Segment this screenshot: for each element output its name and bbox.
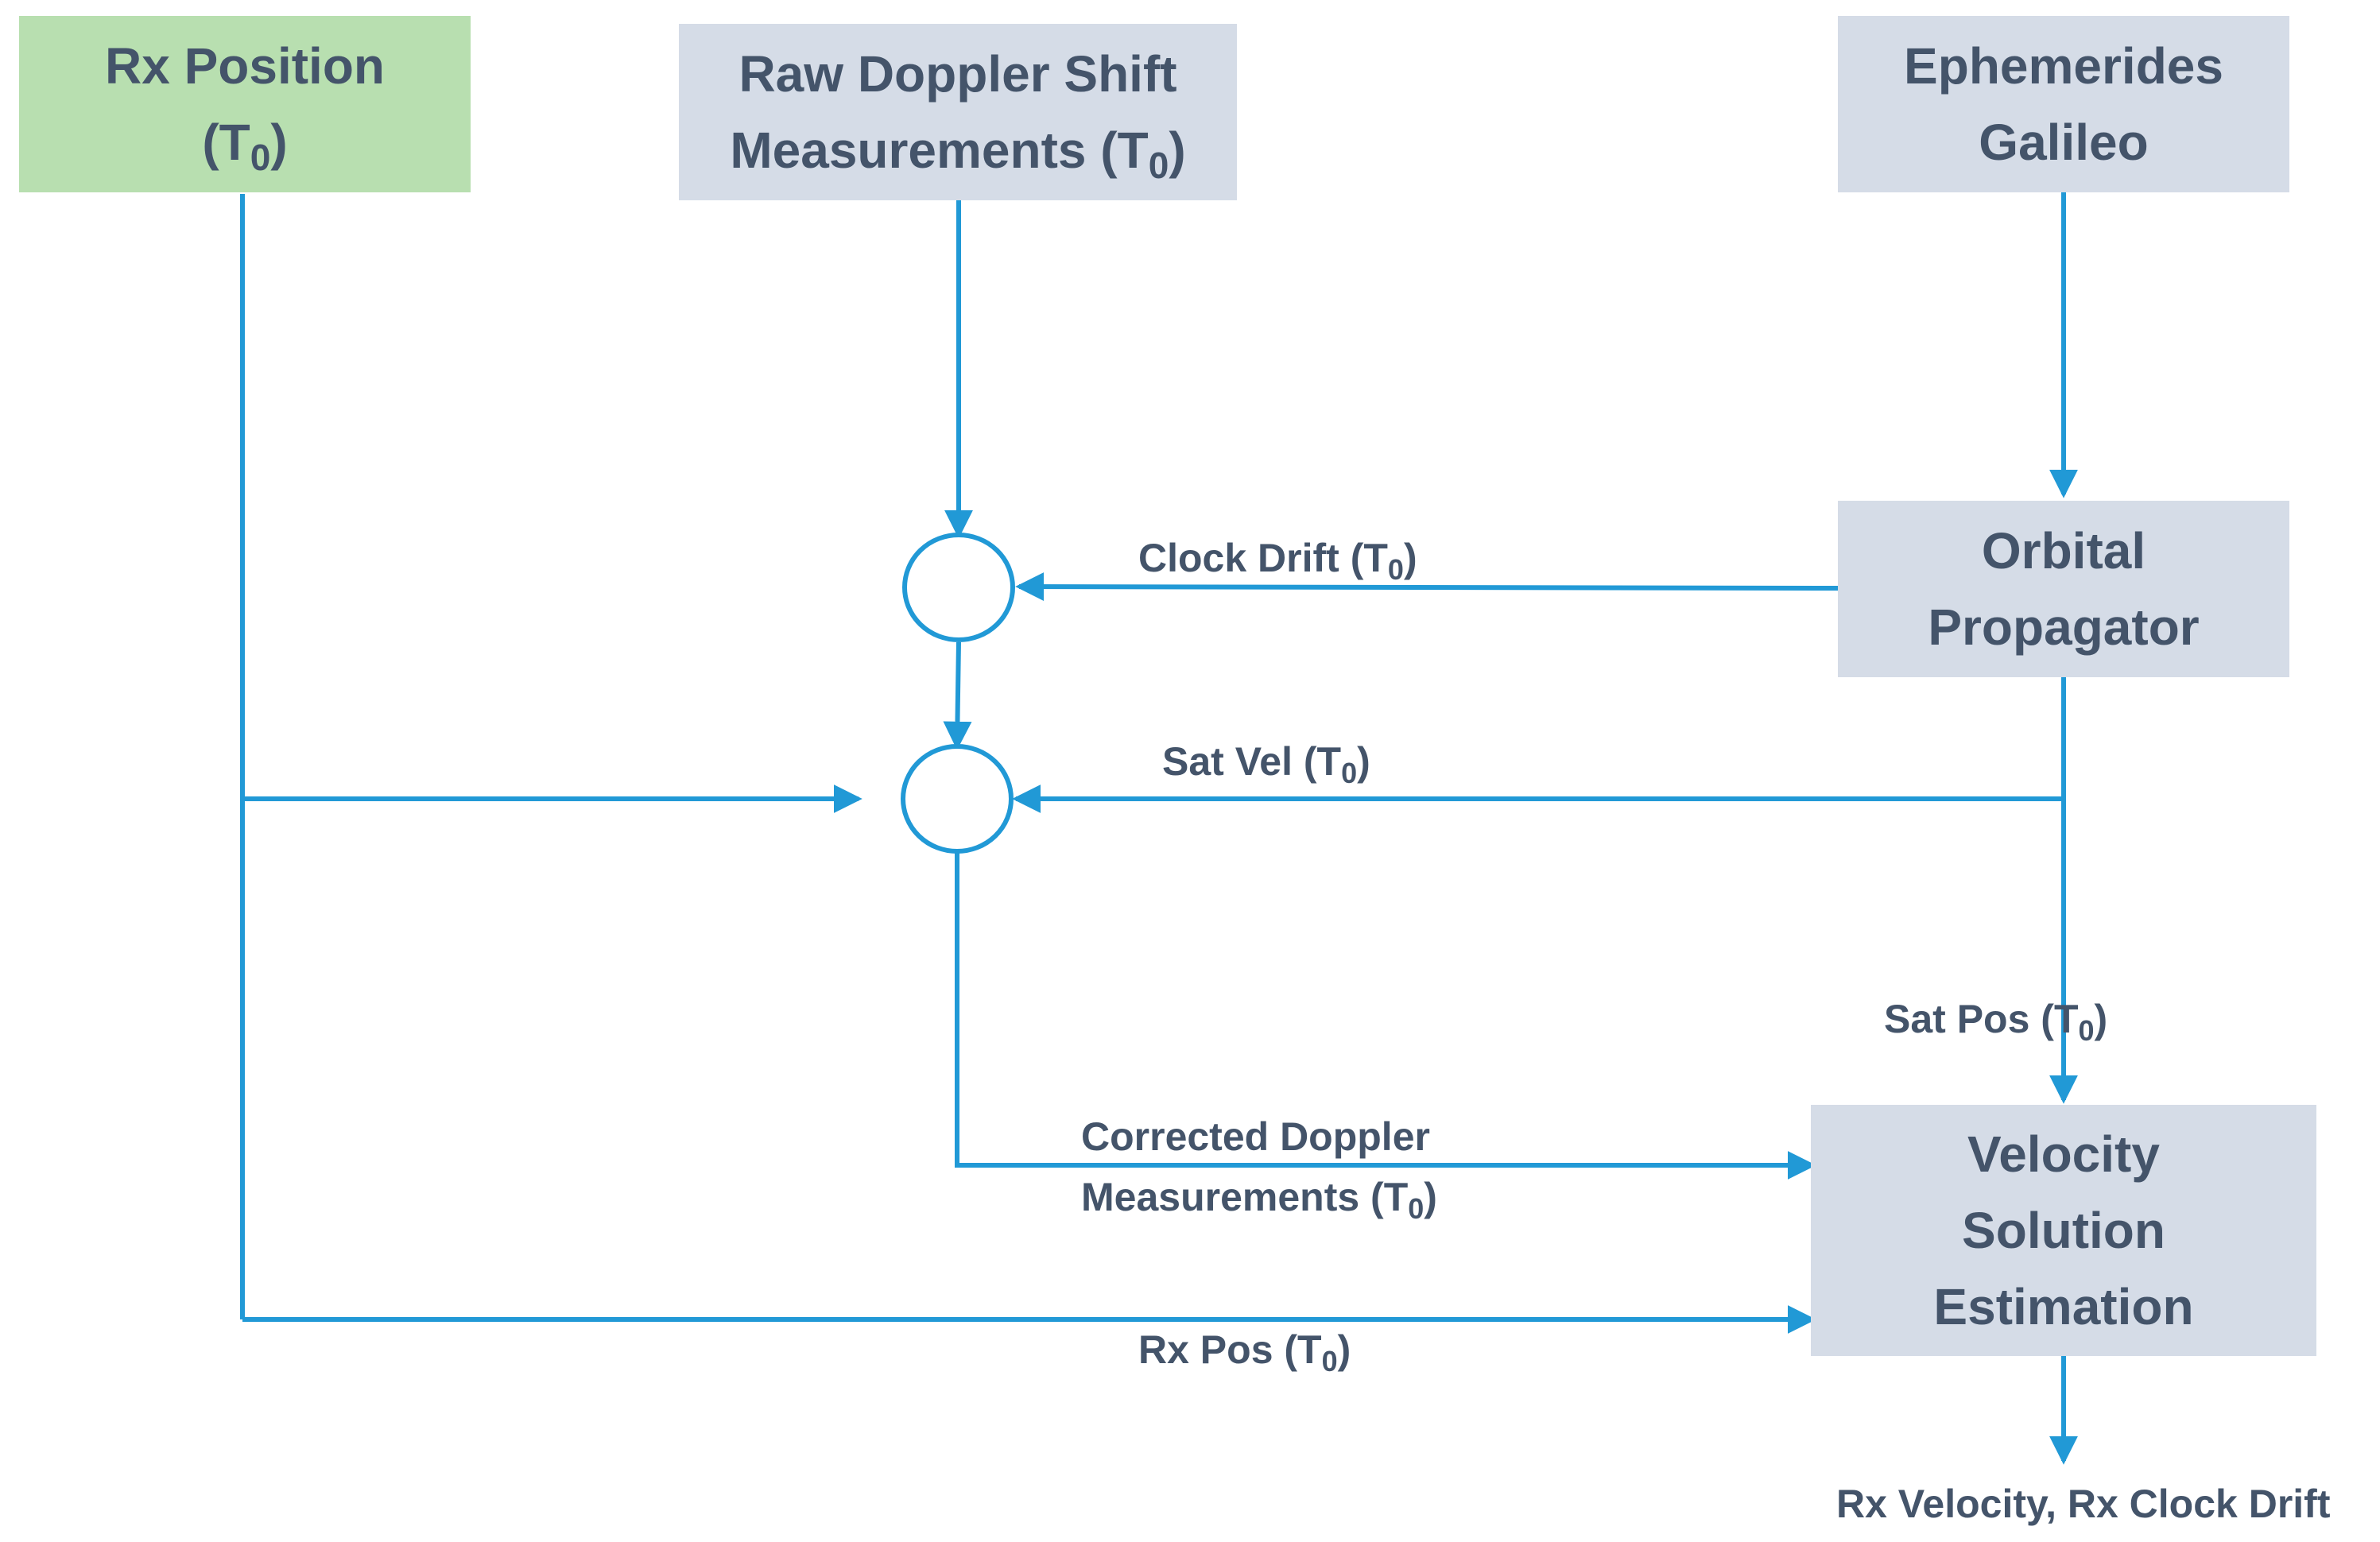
velocity-solution-line2: Solution: [1962, 1202, 2165, 1259]
raw-doppler-line1: Raw Doppler Shift: [738, 45, 1177, 103]
ephemerides-box: Ephemerides Galileo: [1838, 16, 2289, 192]
clock-drift-arrow: [1015, 572, 1840, 602]
corrected-doppler-label: Corrected Doppler Measurements (T0): [1081, 1106, 1437, 1227]
output-label: Rx Velocity, Rx Clock Drift: [1836, 1482, 2331, 1526]
clock-drift-junction: [902, 533, 1015, 642]
orbital-propagator-line1: Orbital: [1981, 522, 2146, 579]
rx-position-line2: (T0): [202, 114, 288, 178]
sat-vel-label: Sat Vel (T0): [1162, 739, 1370, 790]
corrected-doppler-line2: Measurements (T0): [1081, 1175, 1437, 1226]
sat-pos-label: Sat Pos (T0): [1884, 997, 2108, 1048]
velocity-solution-line1: Velocity: [1967, 1126, 2160, 1183]
velocity-solution-box: Velocity Solution Estimation: [1811, 1105, 2316, 1356]
orbital-propagator-line2: Propagator: [1928, 599, 2200, 656]
ephemerides-line2: Galileo: [1979, 114, 2149, 171]
rx-pos-label: Rx Pos (T0): [1138, 1327, 1351, 1378]
corrected-doppler-arrow: [955, 852, 1816, 1180]
rx-position-box: Rx Position (T0): [19, 16, 471, 192]
raw-doppler-line2: Measurements (T0): [730, 122, 1186, 186]
corrected-doppler-line1: Corrected Doppler: [1081, 1114, 1430, 1159]
rx-position-line1: Rx Position: [104, 37, 386, 95]
orbital-propagator-box: Orbital Propagator: [1838, 501, 2289, 677]
ephemerides-line1: Ephemerides: [1904, 37, 2223, 95]
raw-doppler-box: Raw Doppler Shift Measurements (T0): [679, 24, 1237, 200]
sat-vel-junction: [901, 744, 1014, 854]
clock-drift-label: Clock Drift (T0): [1138, 536, 1417, 587]
velocity-solution-line3: Estimation: [1933, 1278, 2194, 1335]
clock-junction-to-sat-vel-junction-arrow: [943, 641, 972, 750]
